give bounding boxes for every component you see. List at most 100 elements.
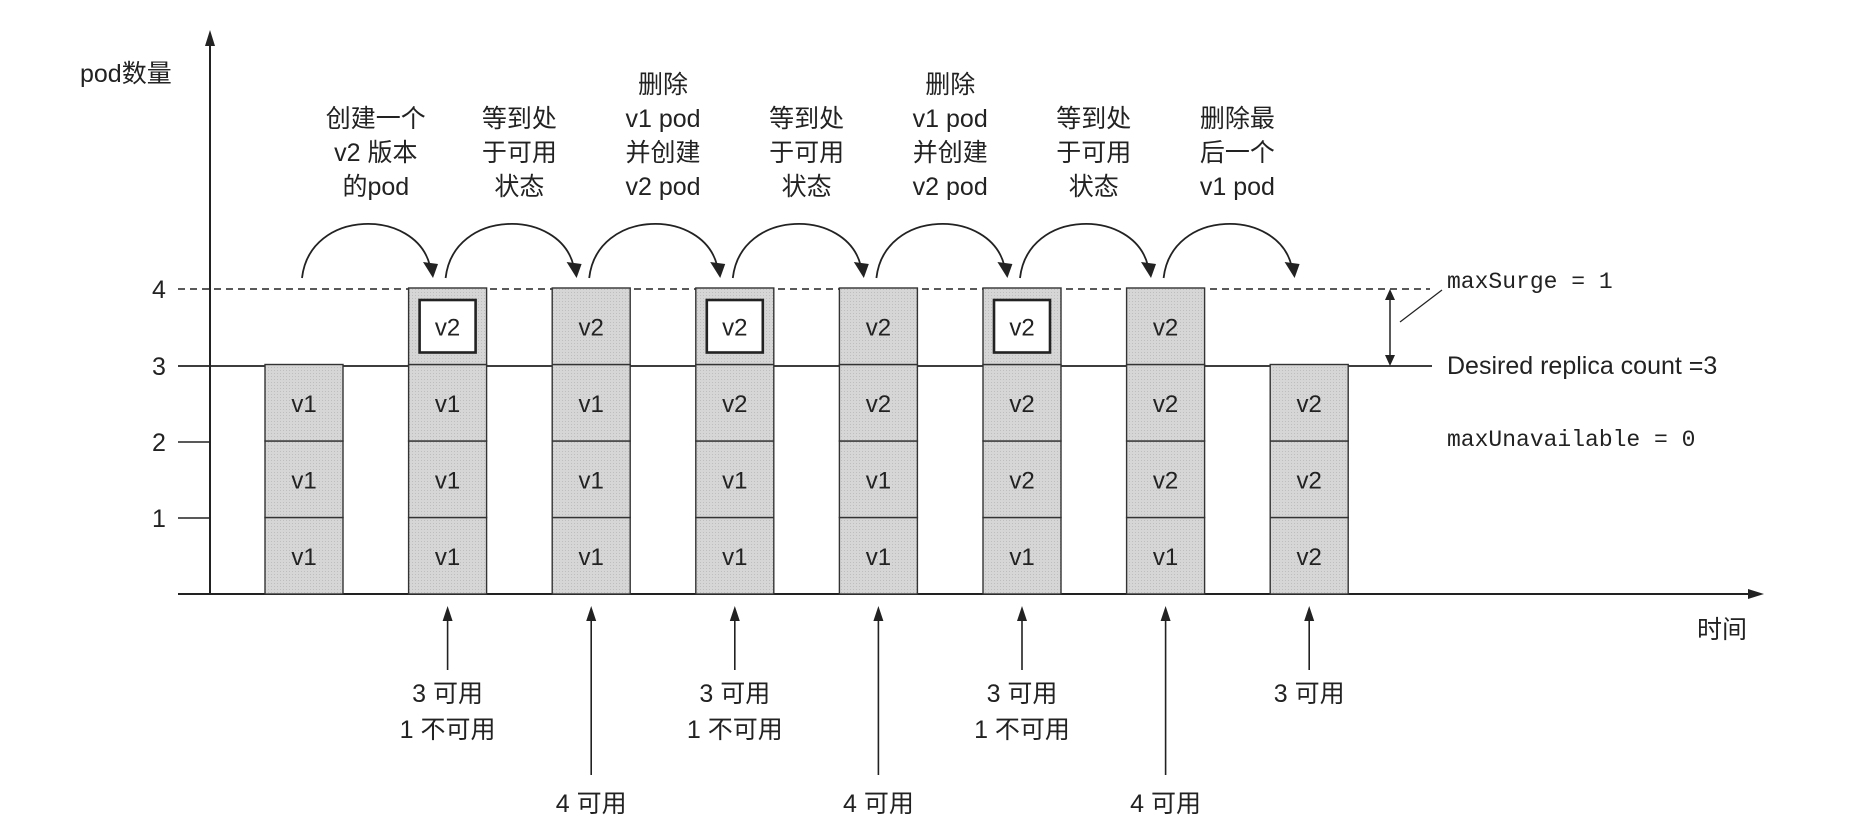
- pod-version-label: v2: [722, 391, 747, 418]
- step-label-line: v2 版本: [334, 139, 417, 167]
- pod-version-label: v1: [722, 544, 747, 571]
- step-label-line: 并创建: [913, 139, 988, 167]
- new-pod-frame: [705, 298, 765, 354]
- step-arrow-curve: [1162, 223, 1293, 279]
- pod-box: [264, 363, 344, 442]
- pod-version-label: v2: [1009, 467, 1034, 494]
- y-tick-label: 2: [152, 429, 166, 457]
- surge-leader-line: [1399, 289, 1443, 323]
- step-label-line: 于可用: [1056, 139, 1131, 167]
- status-pointer-arrowhead: [729, 606, 740, 621]
- status-pointer-arrowhead: [442, 606, 453, 621]
- status-label: 4 可用: [556, 606, 627, 818]
- status-pointer-arrowhead: [586, 606, 597, 621]
- step-arrow-head: [997, 262, 1013, 278]
- status-label-line: 1 不可用: [400, 716, 496, 744]
- status-label: 3 可用1 不可用: [687, 606, 783, 744]
- y-tick-label: 4: [152, 276, 166, 304]
- status-pointer-arrowhead: [1304, 606, 1315, 621]
- status-label: 3 可用: [1274, 606, 1345, 708]
- step-label-line: 删除: [638, 71, 688, 99]
- pod-version-label: v1: [291, 467, 316, 494]
- new-pod-frame: [992, 298, 1052, 354]
- pod-box: [838, 363, 919, 442]
- pod-version-label: v1: [866, 467, 891, 494]
- step-arrow-curve: [301, 223, 431, 279]
- pod-version-label: v1: [435, 544, 460, 571]
- pod-box: [264, 516, 344, 595]
- pod-box: [407, 363, 488, 442]
- pod-version-label: v2: [579, 314, 604, 341]
- step-label-line: 后一个: [1200, 139, 1275, 167]
- step-label-line: 删除: [925, 71, 975, 99]
- pod-version-label: v2: [435, 314, 460, 341]
- step-label-line: 等到处: [769, 105, 844, 133]
- pod-version-label: v2: [1153, 467, 1178, 494]
- step-label-line: 状态: [494, 173, 544, 201]
- pod-version-label: v2: [1297, 467, 1322, 494]
- status-label-line: 3 可用: [699, 680, 770, 708]
- pod-box: [551, 287, 631, 366]
- pod-version-label: v2: [1153, 391, 1178, 418]
- pod-version-label: v1: [579, 467, 604, 494]
- pod-box: [695, 440, 775, 519]
- pod-box: [1269, 440, 1349, 519]
- pod-column: v1 v1 v1 v2: [407, 287, 488, 595]
- y-tick-label: 3: [152, 353, 166, 381]
- step-label-line: 等到处: [482, 105, 557, 133]
- pod-version-label: v1: [579, 544, 604, 571]
- pod-box: [264, 440, 344, 519]
- pod-version-label: v1: [435, 467, 460, 494]
- step-arrow: [588, 223, 726, 279]
- step-arrow-curve: [1019, 223, 1149, 279]
- step-arrow-curve: [875, 223, 1006, 279]
- pod-version-label: v1: [1009, 544, 1034, 571]
- step-label-line: 的pod: [342, 173, 409, 201]
- step-label-line: v2 pod: [625, 173, 700, 201]
- new-pod-frame: [418, 298, 477, 354]
- step-arrow-head: [566, 262, 582, 278]
- status-label: 4 可用: [843, 606, 914, 818]
- pod-box: [982, 363, 1062, 442]
- pod-version-label: v1: [866, 544, 891, 571]
- pod-version-label: v2: [1009, 391, 1034, 418]
- status-label-line: 4 可用: [1130, 790, 1201, 818]
- pod-version-label: v2: [1153, 314, 1178, 341]
- y-axis-label: pod数量: [80, 60, 172, 88]
- step-arrow-curve: [588, 223, 719, 279]
- status-label-line: 3 可用: [412, 680, 483, 708]
- y-tick-label: 1: [152, 505, 166, 533]
- pod-version-label: v2: [1297, 391, 1322, 418]
- pod-box: [407, 440, 488, 519]
- pod-columns: v1v1v1v1v1v1v2v1v1v1v2v1v1v2v2v1v1v2v2v1…: [264, 287, 1349, 595]
- step-arrow: [1162, 223, 1300, 279]
- pod-version-label: v1: [435, 391, 460, 418]
- status-pointer-arrowhead: [1160, 606, 1171, 621]
- y-ticks: 1 2 3 4: [152, 276, 210, 533]
- step-arrows: [301, 223, 1300, 279]
- status-label: 3 可用1 不可用: [974, 606, 1070, 744]
- pod-box: [407, 516, 488, 595]
- pod-box: [982, 440, 1062, 519]
- pod-version-label: v1: [291, 391, 316, 418]
- status-label-line: 3 可用: [1274, 680, 1345, 708]
- pod-box: [1269, 363, 1349, 442]
- x-axis-arrowhead: [1748, 589, 1764, 599]
- step-label-line: v1 pod: [625, 105, 700, 133]
- step-label-line: v2 pod: [913, 173, 988, 201]
- step-arrow-head: [1141, 262, 1156, 278]
- status-label-line: 3 可用: [987, 680, 1058, 708]
- x-axis-label: 时间: [1697, 616, 1747, 644]
- pod-box: [551, 440, 631, 519]
- pod-version-label: v2: [866, 314, 891, 341]
